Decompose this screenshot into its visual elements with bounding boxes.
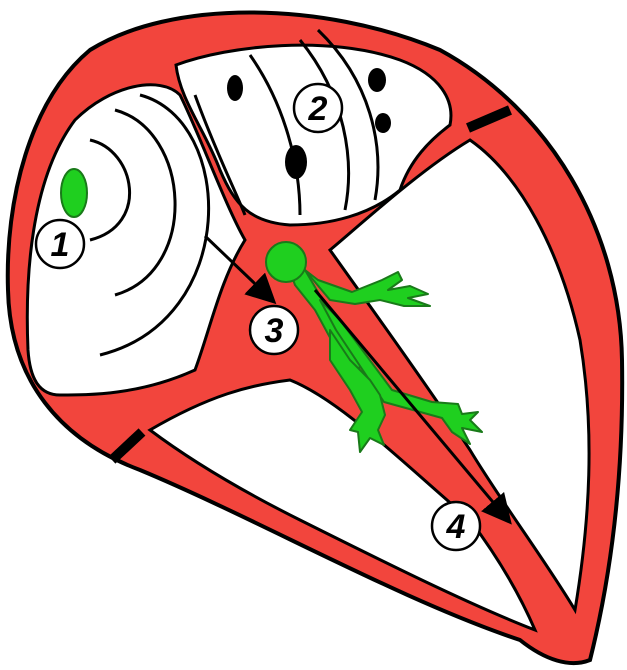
label-1: 1 xyxy=(36,220,84,268)
sa-node xyxy=(61,169,87,217)
label-4: 4 xyxy=(432,502,480,550)
label-3-text: 3 xyxy=(265,312,284,350)
label-2: 2 xyxy=(294,84,342,132)
av-node xyxy=(266,242,306,282)
vein-dot-4 xyxy=(375,113,391,133)
label-4-text: 4 xyxy=(446,508,466,546)
label-2-text: 2 xyxy=(308,90,328,128)
vein-dot-2 xyxy=(285,145,307,179)
label-3: 3 xyxy=(250,306,298,354)
vein-dot-1 xyxy=(227,75,243,101)
label-1-text: 1 xyxy=(51,226,70,264)
vein-dot-3 xyxy=(368,68,386,92)
